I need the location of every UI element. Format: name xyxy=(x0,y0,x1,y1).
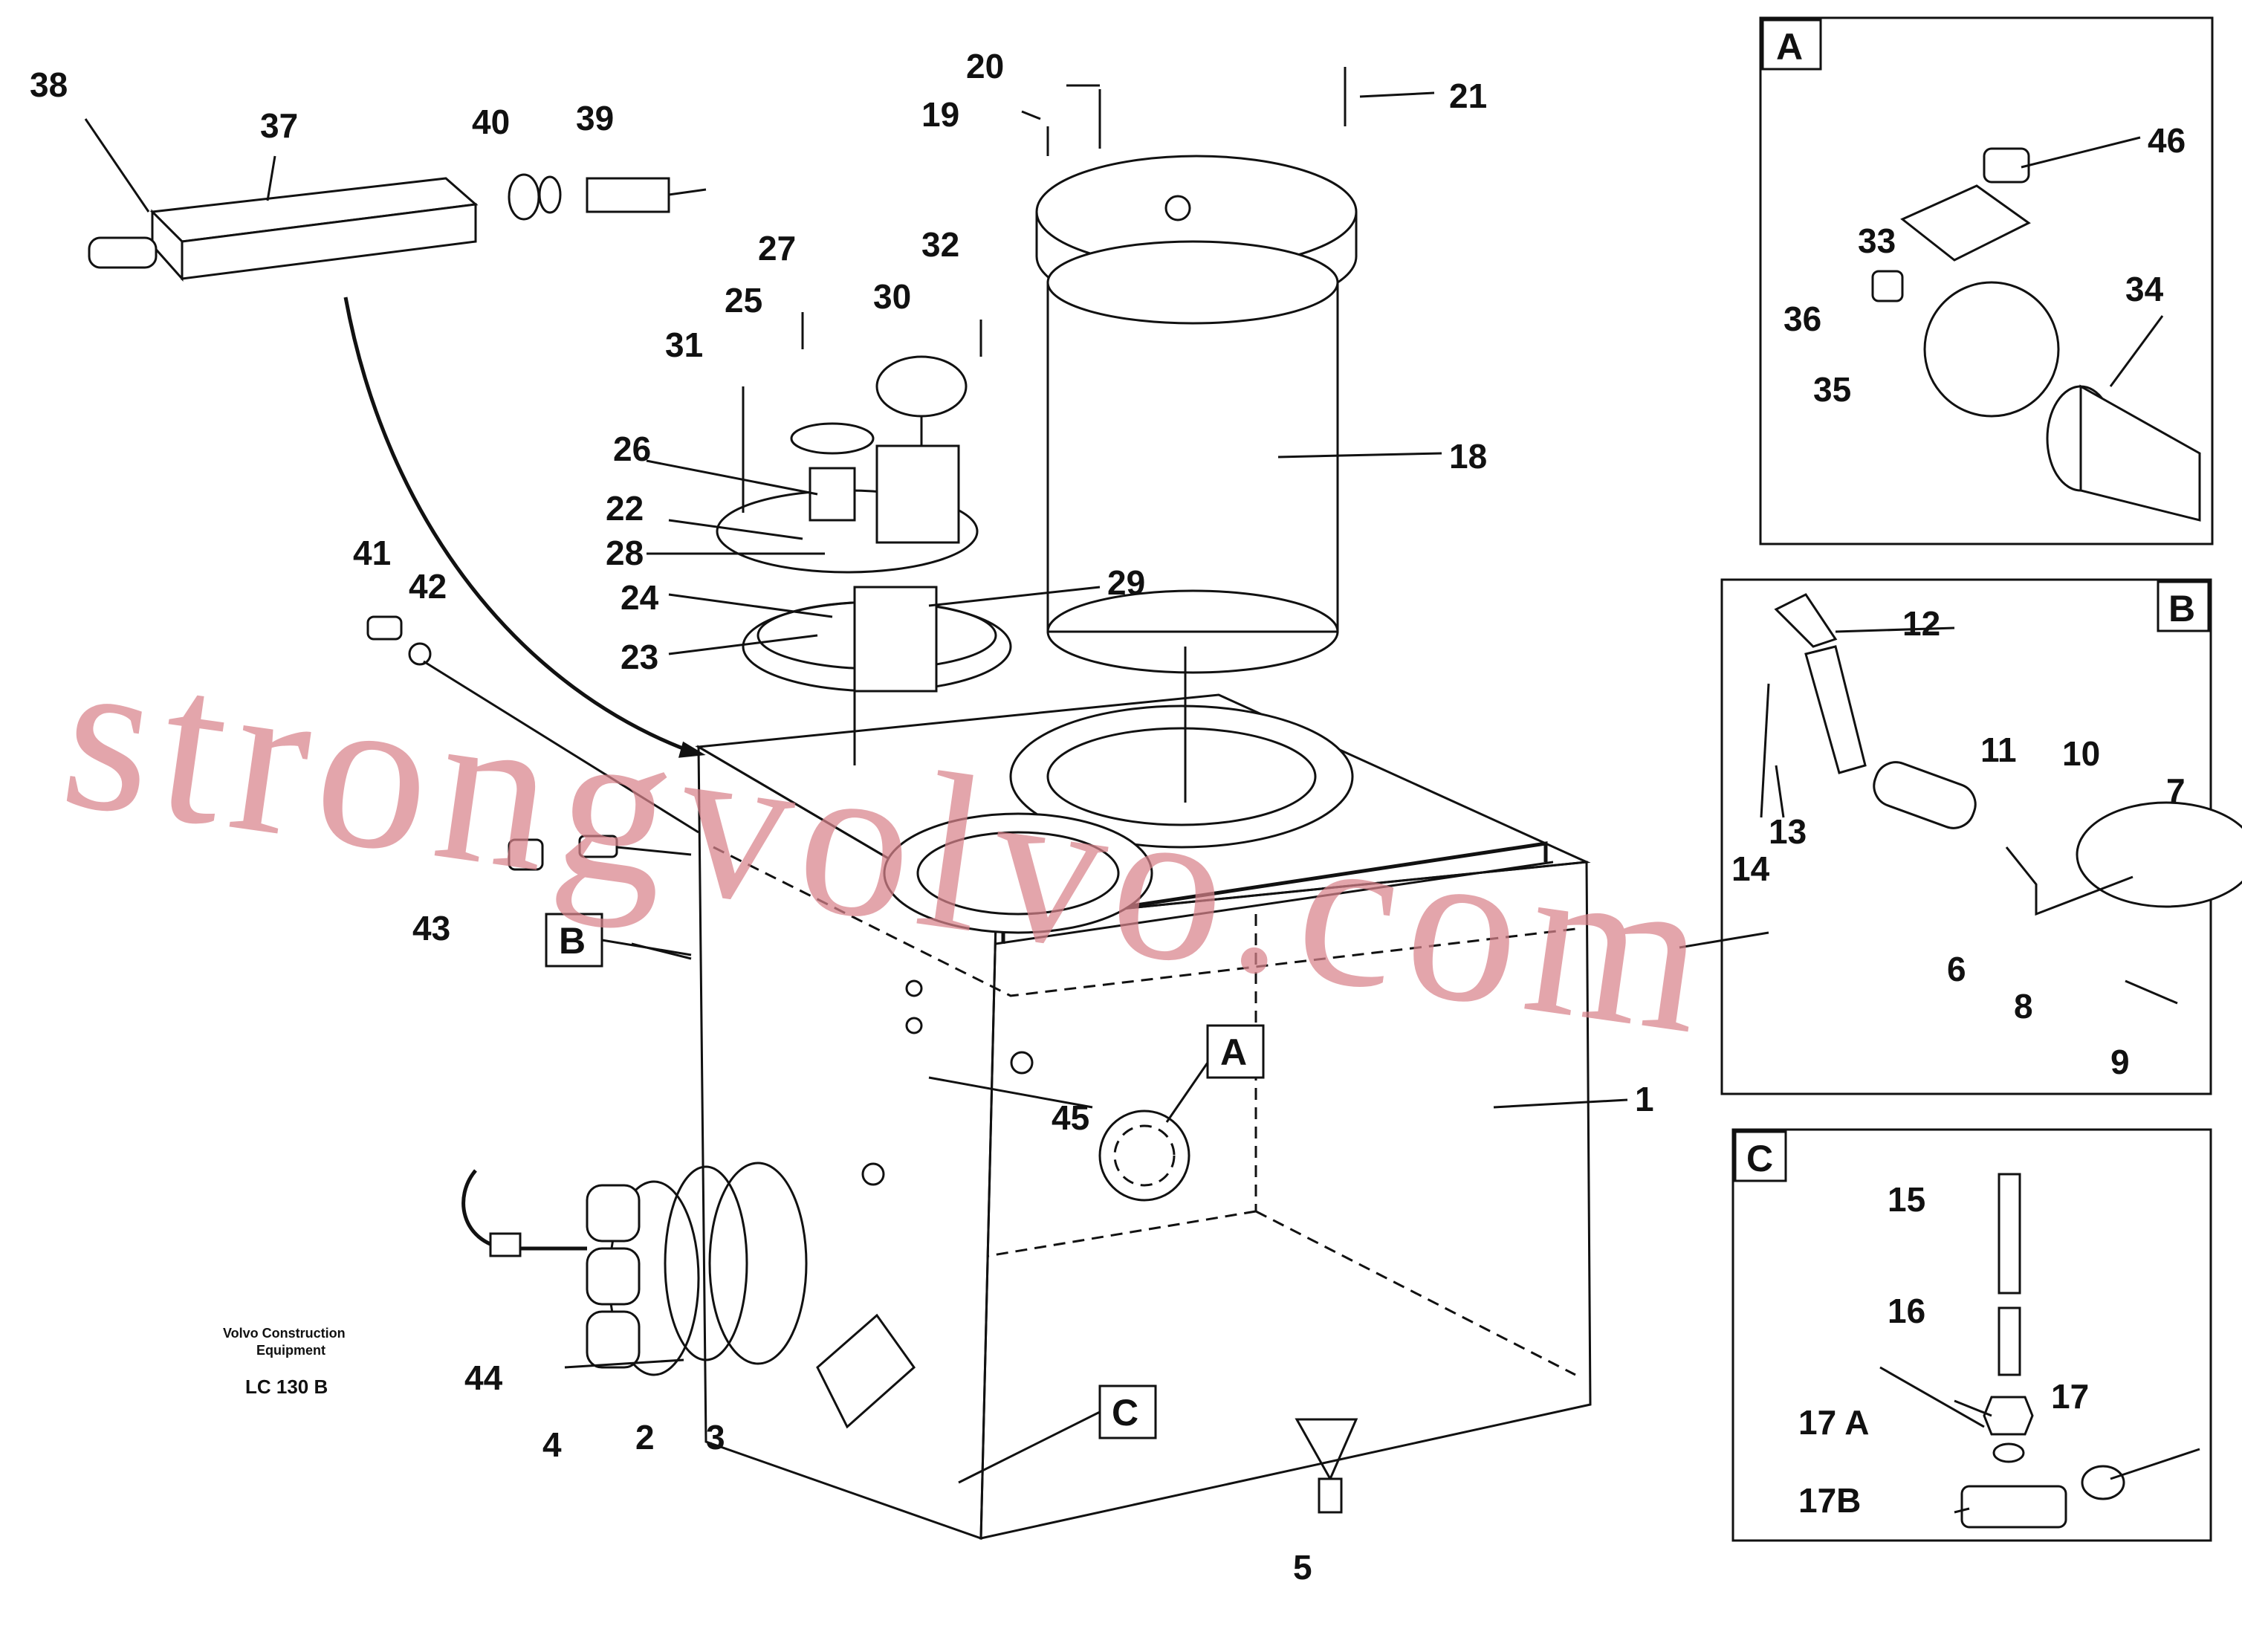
main-ref-c: C xyxy=(1112,1392,1138,1434)
callout-20: 20 xyxy=(966,47,1004,85)
caption-line-2: Equipment xyxy=(256,1343,325,1358)
return-filter-assembly xyxy=(1035,67,1358,803)
detail-a-label: A xyxy=(1776,26,1803,68)
callout-46: 46 xyxy=(2148,121,2186,160)
callout-6: 6 xyxy=(1947,950,1966,988)
callout-4: 4 xyxy=(542,1425,562,1464)
callout-17b: 17B xyxy=(1798,1481,1861,1520)
callout-17a: 17 A xyxy=(1798,1403,1869,1442)
callout-10: 10 xyxy=(2062,734,2100,773)
callout-38: 38 xyxy=(30,65,68,104)
hydraulic-tank xyxy=(695,693,1592,1541)
callout-24: 24 xyxy=(621,578,659,617)
callout-28: 28 xyxy=(606,534,644,572)
callout-41: 41 xyxy=(353,534,391,572)
main-ref-b: B xyxy=(559,920,586,962)
breather-cover-assembly xyxy=(716,312,1012,765)
callout-5: 5 xyxy=(1293,1548,1312,1587)
callout-33: 33 xyxy=(1858,221,1896,260)
valve-manifold xyxy=(84,118,707,758)
callout-31: 31 xyxy=(665,325,703,364)
callout-43: 43 xyxy=(412,909,450,948)
detail-b-label: B xyxy=(2168,588,2195,629)
callout-39: 39 xyxy=(576,99,614,137)
callout-16: 16 xyxy=(1888,1292,1925,1330)
suction-flange-assembly xyxy=(461,1162,808,1376)
callout-32: 32 xyxy=(921,225,959,264)
callout-21: 21 xyxy=(1449,77,1487,115)
callout-30: 30 xyxy=(873,277,911,316)
callout-12: 12 xyxy=(1902,604,1940,643)
callout-7: 7 xyxy=(2166,771,2186,810)
small-fittings xyxy=(366,615,699,960)
callout-15: 15 xyxy=(1888,1180,1925,1219)
callout-2: 2 xyxy=(635,1418,655,1457)
callout-8: 8 xyxy=(2014,987,2033,1026)
callout-27: 27 xyxy=(758,229,796,268)
callout-17: 17 xyxy=(2051,1377,2089,1416)
callout-18: 18 xyxy=(1449,437,1487,476)
callout-22: 22 xyxy=(606,489,644,528)
callout-29: 29 xyxy=(1107,563,1145,602)
callout-11: 11 xyxy=(1980,731,2017,769)
detail-a-panel xyxy=(1759,16,2214,545)
callout-45: 45 xyxy=(1052,1098,1089,1137)
main-ref-a: A xyxy=(1220,1031,1247,1073)
detail-c-panel xyxy=(1731,1128,2212,1542)
detail-b-panel xyxy=(1720,578,2242,1095)
callout-35: 35 xyxy=(1813,370,1851,409)
callout-36: 36 xyxy=(1783,299,1821,338)
leader-lines xyxy=(266,84,2164,1514)
callout-14: 14 xyxy=(1731,849,1770,888)
callout-19: 19 xyxy=(921,95,959,134)
callout-42: 42 xyxy=(409,567,447,606)
caption-line-1: Volvo Construction xyxy=(223,1326,346,1341)
callout-1: 1 xyxy=(1635,1080,1654,1118)
callout-26: 26 xyxy=(613,430,651,468)
callout-13: 13 xyxy=(1769,812,1807,851)
callout-40: 40 xyxy=(472,103,510,141)
callout-3: 3 xyxy=(706,1418,725,1457)
callout-23: 23 xyxy=(621,638,658,676)
callout-34: 34 xyxy=(2125,270,2164,308)
caption-model: LC 130 B xyxy=(245,1376,328,1398)
callout-25: 25 xyxy=(725,281,762,320)
main-reference-boxes: A B C xyxy=(545,913,1265,1484)
part-callouts: 1 2 3 4 5 6 7 8 9 10 11 12 13 14 15 16 1… xyxy=(30,47,2186,1587)
callout-9: 9 xyxy=(2110,1043,2130,1081)
callout-37: 37 xyxy=(260,106,298,145)
callout-44: 44 xyxy=(464,1358,503,1397)
detail-c-label: C xyxy=(1746,1138,1773,1179)
